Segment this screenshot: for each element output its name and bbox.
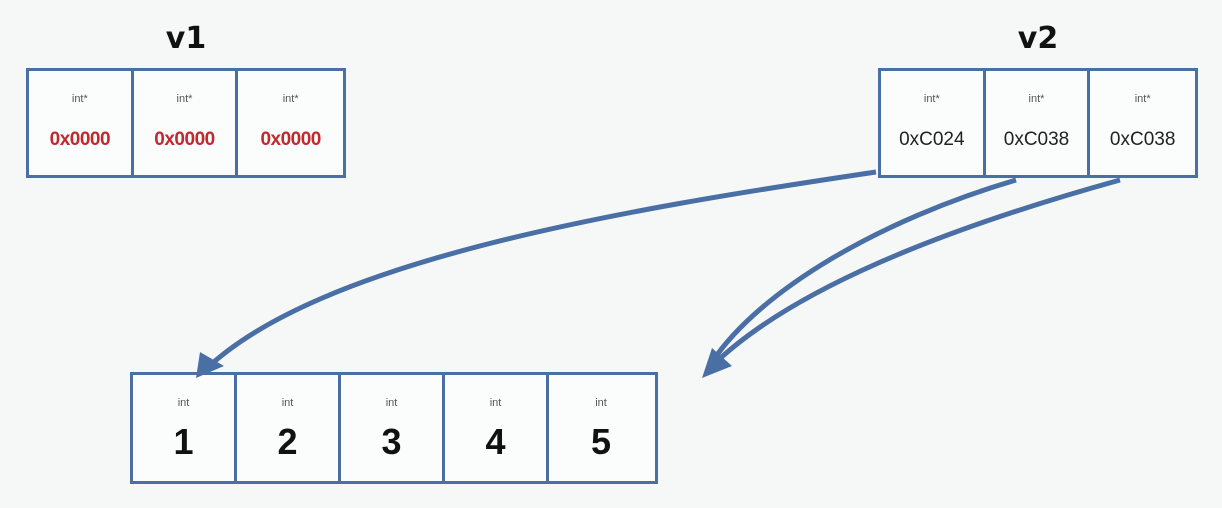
int-cell: int 3 — [341, 375, 445, 481]
v1-cell: int* 0x0000 — [238, 71, 343, 175]
cell-type-label: int* — [71, 93, 88, 105]
cell-value: 1 — [173, 421, 194, 462]
cell-type-label: int — [489, 397, 502, 409]
cell-type-label: int — [281, 397, 294, 409]
cell-value: 0xC038 — [1109, 129, 1176, 150]
cell-value: 0x0000 — [154, 129, 215, 150]
int-array: int 1 int 2 int 3 int 4 int 5 — [130, 372, 658, 484]
v1-array: int* 0x0000 int* 0x0000 int* 0x0000 — [26, 68, 346, 178]
cell-value: 4 — [485, 421, 506, 462]
cell-type-label: int* — [176, 93, 193, 105]
cell-value: 0xC038 — [1003, 129, 1070, 150]
int-cell: int 5 — [549, 375, 653, 481]
v2-label: v2 — [1017, 21, 1059, 56]
pointer-arrow-v2-2 — [710, 177, 1121, 368]
cell-type-label: int* — [1134, 93, 1151, 105]
cell-type-label: int — [385, 397, 398, 409]
cell-value: 0xC024 — [899, 129, 965, 150]
cell-value: 3 — [381, 421, 402, 462]
cell-type-label: int — [595, 397, 607, 409]
cell-type-label: int* — [282, 93, 299, 105]
pointer-arrow-v2-1 — [709, 177, 1017, 364]
cell-value: 0x0000 — [260, 129, 321, 150]
cell-type-label: int* — [1028, 93, 1045, 105]
cell-type-label: int* — [923, 93, 940, 105]
v1-label: v1 — [165, 21, 207, 56]
v1-cell: int* 0x0000 — [134, 71, 239, 175]
cell-value: 0x0000 — [49, 129, 111, 150]
int-cell: int 4 — [445, 375, 549, 481]
v1-cell: int* 0x0000 — [29, 71, 134, 175]
arrowhead-v2-shared — [702, 348, 732, 378]
v2-cell: int* 0xC038 — [1090, 71, 1195, 175]
cell-type-label: int — [177, 397, 190, 409]
v2-array: int* 0xC024 int* 0xC038 int* 0xC038 — [878, 68, 1198, 178]
int-cell: int 1 — [133, 375, 237, 481]
int-cell: int 2 — [237, 375, 341, 481]
pointer-arrow-v2-0 — [203, 169, 877, 372]
v2-cell: int* 0xC024 — [881, 71, 986, 175]
cell-value: 2 — [277, 421, 298, 462]
v2-cell: int* 0xC038 — [986, 71, 1091, 175]
cell-value: 5 — [590, 421, 612, 462]
